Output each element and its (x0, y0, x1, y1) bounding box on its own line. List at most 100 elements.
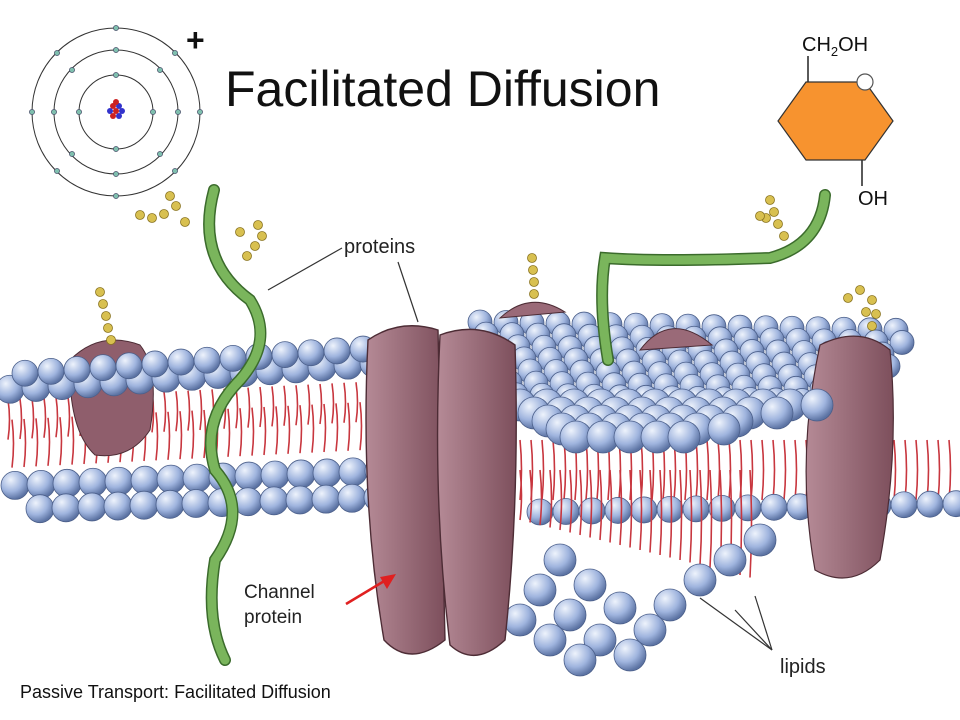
lipid-tail (43, 397, 47, 438)
electron (172, 50, 178, 56)
electron (69, 151, 75, 157)
sugar-bead (843, 293, 853, 303)
nucleon (119, 108, 125, 114)
lipid-tail (639, 469, 643, 551)
lipid-tail (772, 439, 776, 501)
lipid-tail (519, 469, 523, 521)
lipid-head-lower (604, 497, 632, 524)
lipid-head-lower (130, 465, 160, 495)
lipid-tail (659, 469, 663, 556)
lipid-tail (299, 405, 303, 454)
sugar-bead (779, 231, 789, 241)
lipid-tail (283, 385, 287, 426)
nucleon (110, 113, 116, 119)
lipid-tail (287, 405, 291, 454)
lipid-head-upper (167, 348, 195, 376)
electron (172, 168, 178, 174)
lipid-head-front (707, 412, 741, 446)
lipid-tail (519, 439, 523, 501)
lipid-head-lower (942, 490, 960, 518)
lipid-tail (319, 383, 323, 425)
lipid-tail (247, 387, 251, 428)
lipid-head-upper (63, 356, 91, 383)
ch2oh-c: CH (802, 34, 831, 56)
lipid-tail (559, 469, 563, 531)
sugar-bead (250, 241, 260, 251)
lipid-head-lower (129, 490, 159, 520)
ch2oh-oh: OH (838, 34, 869, 56)
sugar-bead (235, 227, 245, 237)
lipid-tail (937, 439, 941, 501)
glycoprotein-chain (204, 185, 265, 665)
lipid-head-lower (337, 483, 367, 513)
lipids-leader-line (699, 597, 773, 651)
lipid-tail (359, 402, 363, 451)
lipid-head-lower (916, 490, 944, 518)
lipid-head-lower (552, 498, 580, 525)
proteins-leader-line (397, 261, 419, 323)
lipid-head-lower (104, 466, 134, 496)
lipid-tail (893, 439, 897, 501)
lipid-head-lower (285, 485, 315, 515)
sugar-bead (103, 323, 113, 333)
sugar-bead (765, 195, 775, 205)
lipid-tail (699, 469, 703, 566)
sugar-bead (867, 321, 877, 331)
lipid-head-front (760, 396, 794, 430)
sugar-bead (242, 251, 252, 261)
lipid-head-upper (37, 357, 65, 385)
lipid-head-front (553, 598, 587, 632)
lipid-tail (619, 469, 623, 546)
lipid-head-front (743, 523, 777, 557)
electron (197, 109, 203, 115)
sugar-bead (529, 289, 539, 299)
glucose-oh-label: OH (858, 188, 888, 210)
lipid-tail (263, 406, 267, 456)
lipid-tail (717, 439, 721, 501)
nucleon (113, 99, 119, 105)
lipid-head-lower (52, 468, 82, 498)
lipid-tail (649, 469, 653, 553)
lipid-tail (629, 469, 633, 548)
lipid-tail (709, 469, 713, 568)
lipid-tail (59, 417, 63, 466)
nucleon (107, 108, 113, 114)
lipid-tail (569, 469, 573, 533)
lipids-leader-line (734, 609, 773, 651)
lipid-tail (669, 469, 673, 558)
channel-label-line1: Channel (244, 582, 315, 603)
sugar-bead (180, 217, 190, 227)
lipid-tail (579, 469, 583, 536)
electron (150, 109, 156, 115)
lipid-tail (347, 402, 351, 451)
sugar-bead (871, 309, 881, 319)
lipid-head-lower (26, 469, 56, 499)
sugar-bead (165, 191, 175, 201)
lipid-head-front (683, 563, 717, 597)
nucleon (113, 108, 119, 114)
integral-protein-right (805, 335, 894, 579)
caption: Passive Transport: Facilitated Diffusion (20, 682, 331, 702)
lipid-tail (175, 391, 179, 432)
lipid-tail (783, 439, 787, 501)
sugar-bead (95, 287, 105, 297)
lipid-tail (331, 383, 335, 424)
lipid-tail (227, 408, 231, 457)
sugar-bead (861, 307, 871, 317)
sugar-bead (159, 209, 169, 219)
channel-protein-left-half (365, 325, 446, 655)
lipid-head-lower (760, 493, 788, 521)
lipid-tail (794, 439, 798, 501)
electron (76, 109, 82, 115)
channel-label-line2: protein (244, 607, 303, 628)
lipid-tail (235, 388, 239, 429)
lipid-head-lower (260, 460, 290, 490)
lipid-tail (155, 412, 159, 461)
lipid-tail (179, 411, 183, 460)
lipid-head-upper (89, 354, 117, 382)
electron (29, 109, 35, 115)
lipid-tail (55, 397, 59, 438)
lipid-head-lower (0, 470, 30, 500)
sugar-bead (98, 299, 108, 309)
lipid-tail (239, 408, 243, 457)
